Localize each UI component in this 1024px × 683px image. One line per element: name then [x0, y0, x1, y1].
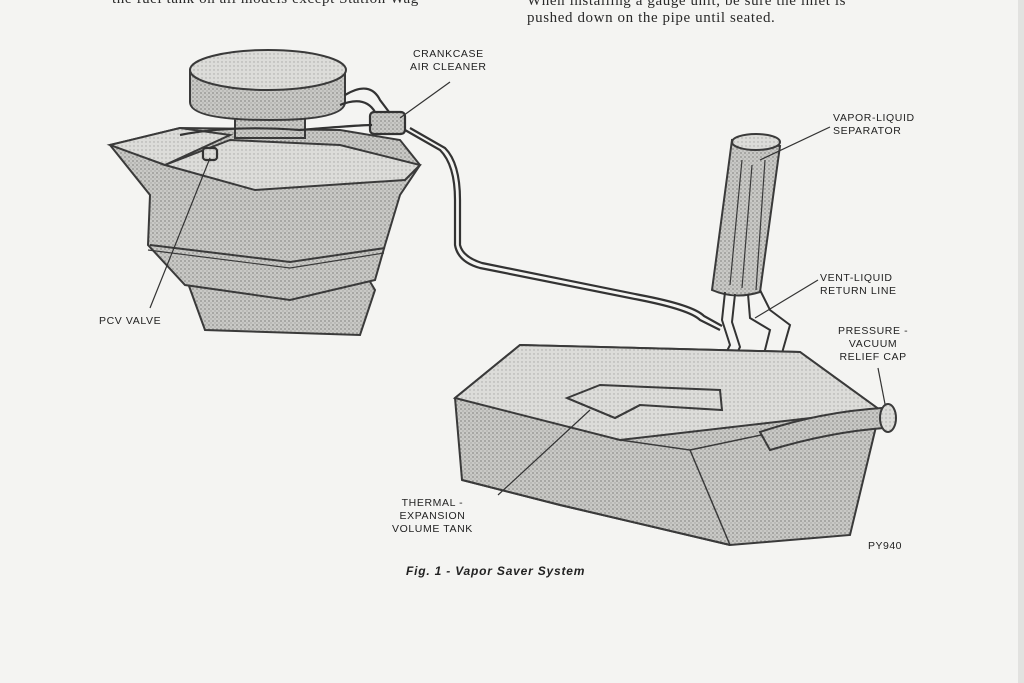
vapor-liquid-separator: [710, 133, 782, 297]
page-edge: [1018, 0, 1024, 683]
thermal-label-line-2: EXPANSION: [399, 510, 466, 522]
leader-lines: [149, 81, 886, 496]
crankcase-label-line-1: CRANKCASE: [412, 48, 484, 60]
vent-label-line-1: VENT-LIQUID: [820, 272, 893, 284]
pressure-label-line-2: VACUUM: [848, 338, 898, 350]
vapor-label-line-2: SEPARATOR: [833, 125, 902, 137]
vapor-liquid-separator-label: VAPOR-LIQUID SEPARATOR: [833, 112, 915, 138]
pressure-label-line-3: RELIEF CAP: [839, 351, 907, 363]
pcv-valve-label: PCV VALVE: [99, 315, 162, 327]
thermal-expansion-volume-tank: [564, 383, 724, 420]
engine-block: [106, 126, 422, 337]
thermal-label-line-1: THERMAL -: [401, 497, 464, 509]
pressure-label-line-1: PRESSURE -: [838, 325, 909, 337]
crankcase-air-cleaner-housing: [189, 49, 347, 139]
fuel-tank: [452, 343, 883, 547]
figure-caption: Fig. 1 - Vapor Saver System: [406, 564, 586, 578]
thermal-expansion-volume-tank-label: THERMAL - EXPANSION VOLUME TANK: [392, 497, 473, 536]
vent-label-line-2: RETURN LINE: [820, 285, 897, 297]
filler-neck: [758, 403, 897, 452]
vent-liquid-return-line-label: VENT-LIQUID RETURN LINE: [820, 272, 897, 298]
vapor-label-line-1: VAPOR-LIQUID: [833, 112, 915, 124]
body-text-right-line-2: pushed down on the pipe until seated.: [527, 10, 776, 26]
pressure-vacuum-relief-cap-label: PRESSURE - VACUUM RELIEF CAP: [838, 325, 908, 364]
body-text-left: the fuel tank on all models except Stati…: [112, 0, 424, 9]
thermal-label-line-3: VOLUME TANK: [392, 523, 473, 535]
crankcase-label-line-2: AIR CLEANER: [410, 61, 487, 73]
body-text-right-line-1: When installing a gauge unit, be sure th…: [527, 0, 847, 9]
hoses: [179, 87, 723, 331]
crankcase-air-cleaner-label: CRANKCASE AIR CLEANER: [410, 48, 487, 74]
figure-id: PY940: [868, 540, 903, 552]
